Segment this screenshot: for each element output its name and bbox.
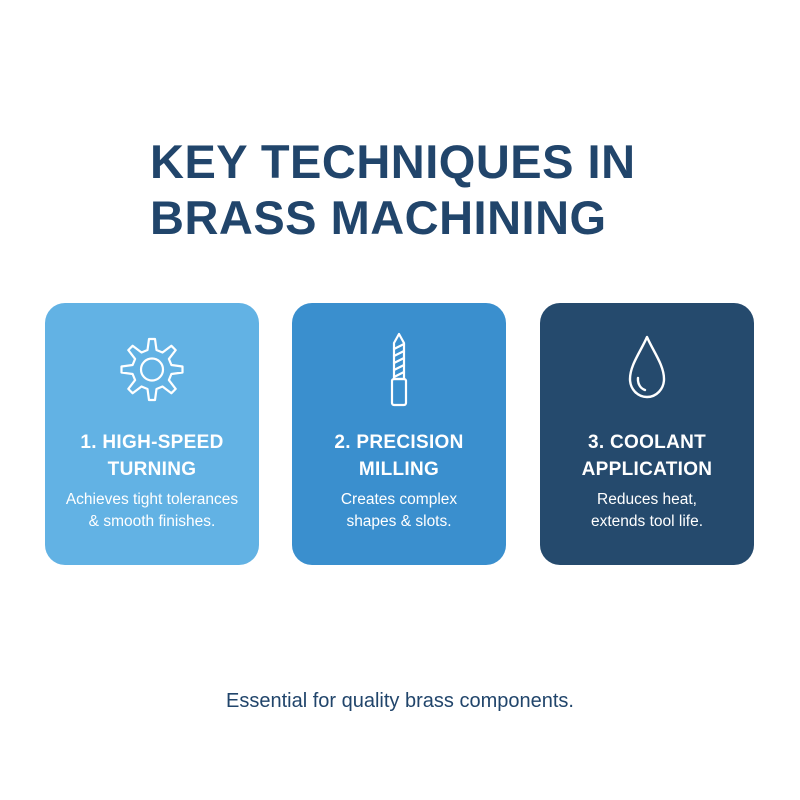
card-title-line-1: 2. PRECISION xyxy=(334,432,464,453)
technique-card-high-speed-turning: 1. HIGH-SPEED TURNING Achieves tight tol… xyxy=(45,303,259,565)
card-description: Reduces heat, extends tool life. xyxy=(540,489,754,533)
card-description-line-2: shapes & slots. xyxy=(346,513,452,530)
card-description-line-2: extends tool life. xyxy=(590,513,703,530)
technique-card-precision-milling: 2. PRECISION MILLING Creates complex sha… xyxy=(292,303,506,565)
card-title-line-2: TURNING xyxy=(107,459,197,480)
page-title: KEY TECHNIQUES IN BRASS MACHINING xyxy=(150,134,636,246)
card-title: 2. PRECISION MILLING xyxy=(292,429,506,483)
page-title-line-1: KEY TECHNIQUES IN xyxy=(150,135,636,188)
footer-tagline: Essential for quality brass components. xyxy=(226,690,574,712)
droplet-icon xyxy=(607,331,687,411)
gear-icon xyxy=(112,331,192,411)
card-description-line-1: Achieves tight tolerances xyxy=(65,491,239,508)
card-description-line-1: Reduces heat, xyxy=(597,491,697,508)
card-title-line-2: APPLICATION xyxy=(581,459,713,480)
card-title-line-1: 1. HIGH-SPEED xyxy=(80,432,224,453)
technique-card-coolant-application: 3. COOLANT APPLICATION Reduces heat, ext… xyxy=(540,303,754,565)
card-title-line-1: 3. COOLANT xyxy=(587,432,707,453)
page-title-line-2: BRASS MACHINING xyxy=(150,191,607,244)
card-description-line-1: Creates complex xyxy=(340,491,458,508)
drill-bit-icon xyxy=(359,331,439,411)
card-description: Creates complex shapes & slots. xyxy=(292,489,506,533)
card-title: 1. HIGH-SPEED TURNING xyxy=(45,429,259,483)
card-description-line-2: & smooth finishes. xyxy=(88,513,216,530)
card-title: 3. COOLANT APPLICATION xyxy=(540,429,754,483)
card-title-line-2: MILLING xyxy=(358,459,440,480)
card-description: Achieves tight tolerances & smooth finis… xyxy=(45,489,259,533)
